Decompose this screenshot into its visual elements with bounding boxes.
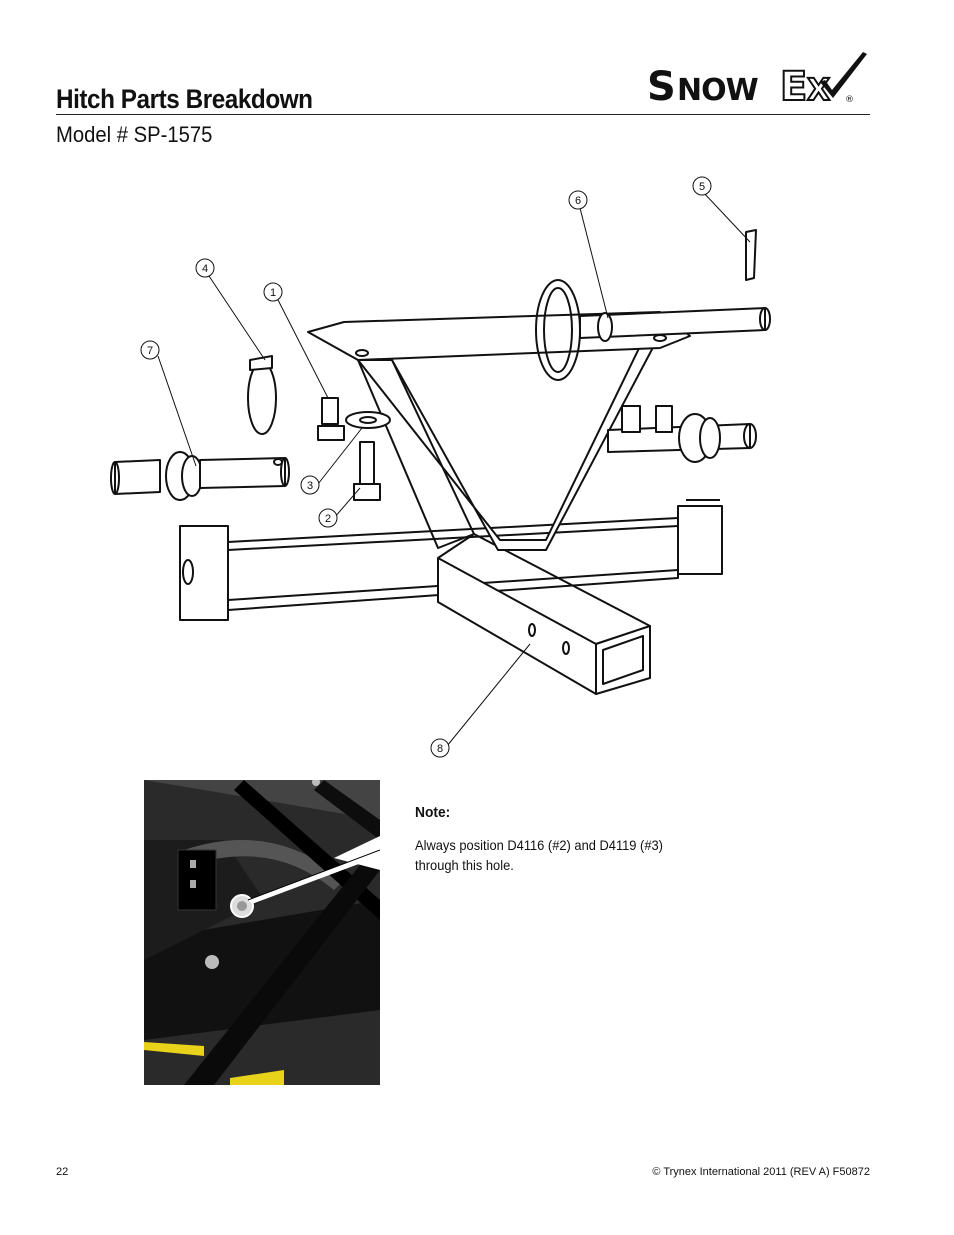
callout-4 [195, 258, 215, 278]
mounting-hole-photo [144, 780, 380, 1085]
svg-text:S: S [647, 64, 675, 108]
callout-3 [300, 475, 320, 495]
svg-text:®: ® [845, 95, 854, 105]
page-title: Hitch Parts Breakdown [56, 84, 313, 114]
receiver-crossbar [179, 499, 723, 621]
callout-label-6: 6 [575, 195, 581, 207]
bolt-1 [317, 397, 345, 441]
model-number: Model # SP-1575 [56, 122, 213, 147]
callout-label-7: 7 [147, 345, 153, 357]
page-number: 22 [56, 1166, 69, 1178]
callout-label-1: 1 [270, 287, 276, 299]
header-rule [56, 114, 870, 115]
callout-7 [140, 340, 160, 360]
callout-label-8: 8 [437, 743, 443, 755]
svg-text:X: X [807, 73, 830, 108]
callout-1 [263, 282, 283, 302]
callout-label-2: 2 [325, 513, 331, 525]
receiver-tube [437, 533, 651, 695]
spring-clip-5 [745, 229, 757, 281]
callout-label-4: 4 [202, 263, 208, 275]
pin-7 [110, 451, 290, 501]
copyright-notice: © Trynex International 2011 (REV A) F508… [652, 1166, 870, 1178]
snowex-logo: S NOW E X ® [647, 52, 867, 108]
leader-lines [157, 191, 751, 747]
callout-label-3: 3 [307, 480, 313, 492]
callout-bubbles [140, 176, 712, 758]
callout-label-5: 5 [699, 181, 705, 193]
bolt-2 [353, 441, 381, 501]
washer-3 [345, 411, 391, 429]
note-heading: Note: [415, 804, 451, 821]
svg-text:E: E [780, 64, 807, 108]
callout-2 [318, 508, 338, 528]
hitch-clip-4 [247, 355, 277, 435]
note-text: Always position D4116 (#2) and D4119 (#3… [415, 837, 663, 873]
callout-8 [430, 738, 450, 758]
top-pin-assembly [535, 279, 771, 381]
hitch-exploded-diagram: 1 2 3 4 5 6 7 8 [110, 176, 771, 758]
svg-text:NOW: NOW [677, 73, 759, 108]
callout-6 [568, 190, 588, 210]
lower-pin-right [607, 405, 757, 463]
callout-5 [692, 176, 712, 196]
